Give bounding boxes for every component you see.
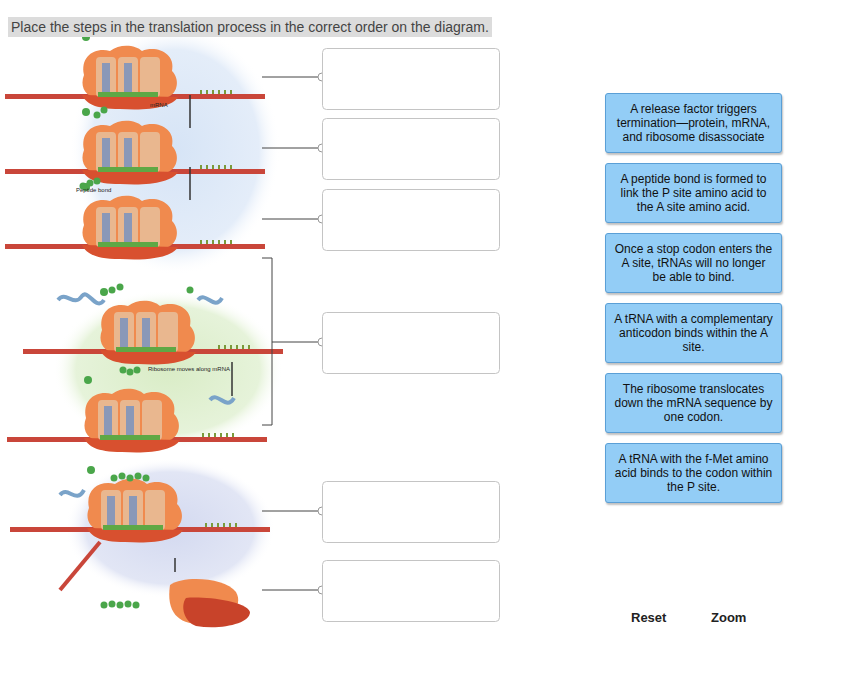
part-label: mRNA <box>150 102 168 108</box>
amino-acid <box>80 107 194 609</box>
tile-text: A peptide bond is formed to link the P s… <box>614 172 773 214</box>
step-tile: The ribosome translocates down the mRNA … <box>605 373 782 433</box>
mrna-strand <box>60 542 100 590</box>
part-label: Peptide bond <box>76 187 111 193</box>
step-tile: A peptide bond is formed to link the P s… <box>605 163 782 223</box>
ribosome <box>7 376 267 453</box>
ribosome <box>10 466 270 543</box>
tile-text: A tRNA with a complementary anticodon bi… <box>614 312 773 354</box>
zoom-button: Zoom <box>711 610 746 625</box>
reset-button: Reset <box>631 610 666 625</box>
ribosome-subunit <box>183 598 250 628</box>
ribosome <box>5 33 265 110</box>
step-tile: Once a stop codon enters the A site, tRN… <box>605 233 782 293</box>
trna-strand <box>58 294 234 495</box>
ribosome <box>5 108 265 185</box>
tile-text: A release factor triggers termination—pr… <box>614 102 773 144</box>
ribosome <box>23 288 283 365</box>
step-tile: A tRNA with a complementary anticodon bi… <box>605 303 782 363</box>
ribosome <box>5 183 265 260</box>
step-arrow <box>175 95 232 572</box>
tile-text: Once a stop codon enters the A site, tRN… <box>614 242 773 284</box>
tile-text: A tRNA with the f-Met amino acid binds t… <box>614 452 773 494</box>
step-tile: A release factor triggers termination—pr… <box>605 93 782 153</box>
leader-line <box>262 77 318 590</box>
tile-text: The ribosome translocates down the mRNA … <box>614 382 773 424</box>
drop-box <box>323 49 500 622</box>
part-label: Ribosome moves along mRNA <box>148 366 230 372</box>
question-title: Place the steps in the translation proce… <box>8 17 492 37</box>
step-tile: A tRNA with the f-Met amino acid binds t… <box>605 443 782 503</box>
